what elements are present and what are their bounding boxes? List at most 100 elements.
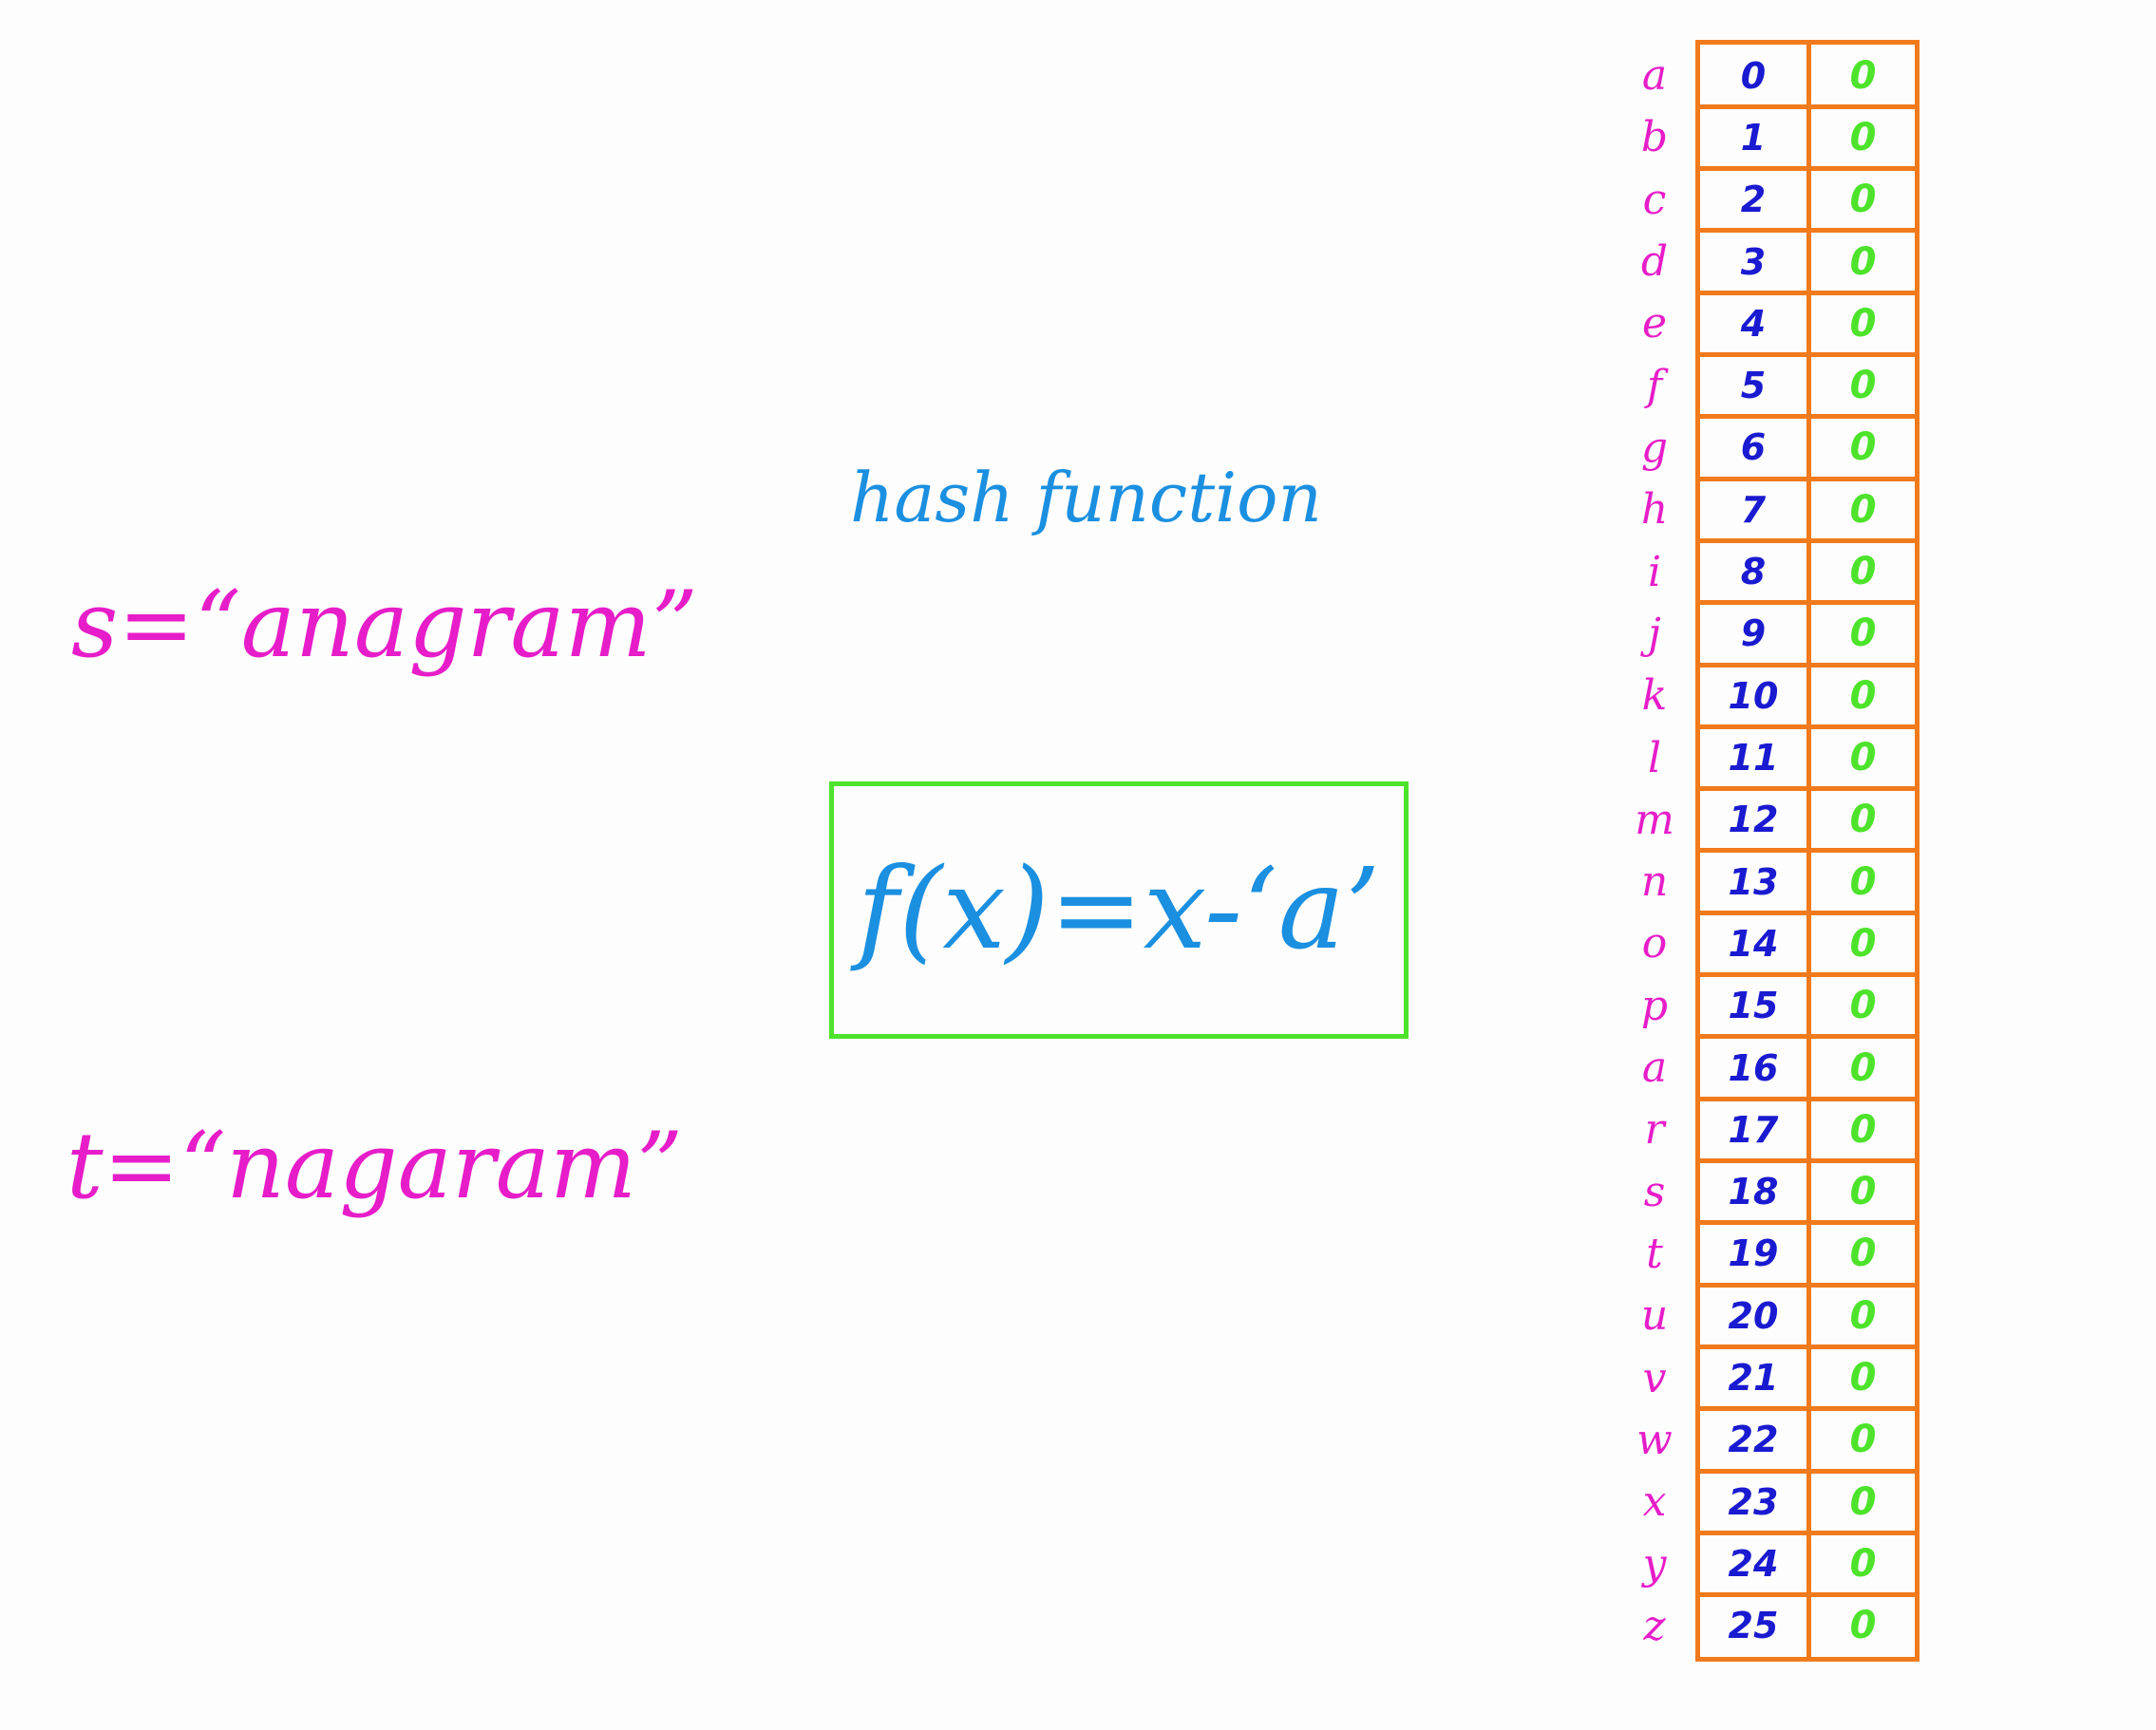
row-divider: [1695, 1592, 1920, 1598]
row-divider: [1695, 1220, 1920, 1226]
row-letter-label: o: [1641, 919, 1668, 968]
count-cell: 0: [1849, 1045, 1877, 1090]
row-divider: [1695, 1158, 1920, 1164]
row-letter-label: f: [1646, 361, 1663, 410]
row-letter-label: t: [1646, 1229, 1663, 1278]
index-cell: 6: [1740, 426, 1767, 469]
row-divider: [1695, 600, 1920, 606]
row-divider: [1695, 414, 1920, 420]
row-letter-label: u: [1640, 1291, 1669, 1341]
row-letter-label: g: [1640, 423, 1669, 472]
table-row: y 24 0: [1643, 1533, 1920, 1598]
table-row: a 16 0: [1642, 1037, 1920, 1101]
row-letter-label: d: [1640, 237, 1669, 287]
string-s-definition: s=“anagram”: [71, 572, 698, 678]
row-letter-label: y: [1642, 1539, 1667, 1589]
table-row: k 10 0: [1642, 665, 1920, 729]
row-letter-label: l: [1647, 733, 1662, 782]
row-divider: [1695, 786, 1920, 792]
count-cell: 0: [1849, 921, 1877, 966]
row-letter-label: k: [1641, 671, 1668, 721]
row-letter-label: z: [1643, 1601, 1666, 1650]
index-cell: 10: [1728, 674, 1779, 717]
index-cell: 15: [1728, 985, 1779, 1027]
count-cell: 0: [1849, 673, 1877, 718]
row-letter-label: a: [1641, 51, 1668, 101]
row-divider: [1695, 290, 1920, 295]
formula-box: f(x)=x-‘a’: [829, 781, 1409, 1039]
index-cell: 18: [1728, 1171, 1779, 1213]
count-cell: 0: [1849, 1170, 1877, 1214]
row-letter-label: n: [1640, 857, 1669, 907]
count-cell: 0: [1849, 239, 1877, 284]
row-letter-label: j: [1648, 609, 1661, 658]
row-divider: [1695, 910, 1920, 915]
count-cell: 0: [1849, 1232, 1877, 1276]
index-cell: 2: [1740, 179, 1767, 221]
row-divider: [1695, 1344, 1920, 1349]
table-row: g 6 0: [1641, 417, 1920, 481]
index-cell: 22: [1728, 1419, 1779, 1461]
row-letter-label: m: [1635, 795, 1674, 844]
count-cell: 0: [1849, 1542, 1877, 1587]
index-cell: 3: [1740, 240, 1767, 283]
index-cell: 16: [1728, 1046, 1779, 1089]
count-cell: 0: [1849, 301, 1877, 346]
index-cell: 19: [1728, 1232, 1779, 1275]
index-cell: 24: [1728, 1543, 1779, 1586]
row-divider: [1695, 537, 1920, 543]
count-cell: 0: [1849, 1604, 1877, 1648]
index-cell: 5: [1740, 365, 1767, 407]
index-cell: 14: [1728, 922, 1779, 965]
row-letter-label: r: [1644, 1105, 1665, 1155]
count-cell: 0: [1849, 611, 1877, 656]
count-cell: 0: [1849, 798, 1877, 842]
row-divider: [1695, 1468, 1920, 1474]
count-cell: 0: [1849, 984, 1877, 1028]
index-cell: 21: [1728, 1357, 1779, 1400]
row-letter-label: v: [1642, 1353, 1667, 1402]
table-row: o 14 0: [1642, 912, 1920, 978]
row-divider: [1695, 166, 1920, 172]
row-divider: [1695, 1096, 1920, 1101]
row-letter-label: p: [1640, 981, 1669, 1030]
table-row: t 19 0: [1646, 1223, 1920, 1288]
count-cell: 0: [1849, 425, 1877, 470]
index-cell: 1: [1740, 116, 1767, 159]
row-letter-label: b: [1640, 113, 1669, 162]
index-cell: 7: [1740, 488, 1767, 531]
row-divider: [1695, 476, 1920, 481]
index-cell: 0: [1740, 54, 1767, 97]
count-cell: 0: [1849, 550, 1877, 594]
row-divider: [1695, 1034, 1920, 1040]
row-divider: [1695, 228, 1920, 234]
row-divider: [1695, 848, 1920, 854]
row-letter-label: x: [1642, 1477, 1667, 1527]
row-divider: [1695, 103, 1920, 109]
row-letter-label: s: [1643, 1167, 1666, 1216]
row-letter-label: a: [1641, 1044, 1668, 1093]
index-cell: 4: [1740, 302, 1767, 345]
count-cell: 0: [1849, 1479, 1877, 1524]
index-cell: 11: [1728, 737, 1779, 780]
index-cell: 13: [1728, 860, 1779, 903]
row-letter-label: i: [1647, 547, 1662, 596]
